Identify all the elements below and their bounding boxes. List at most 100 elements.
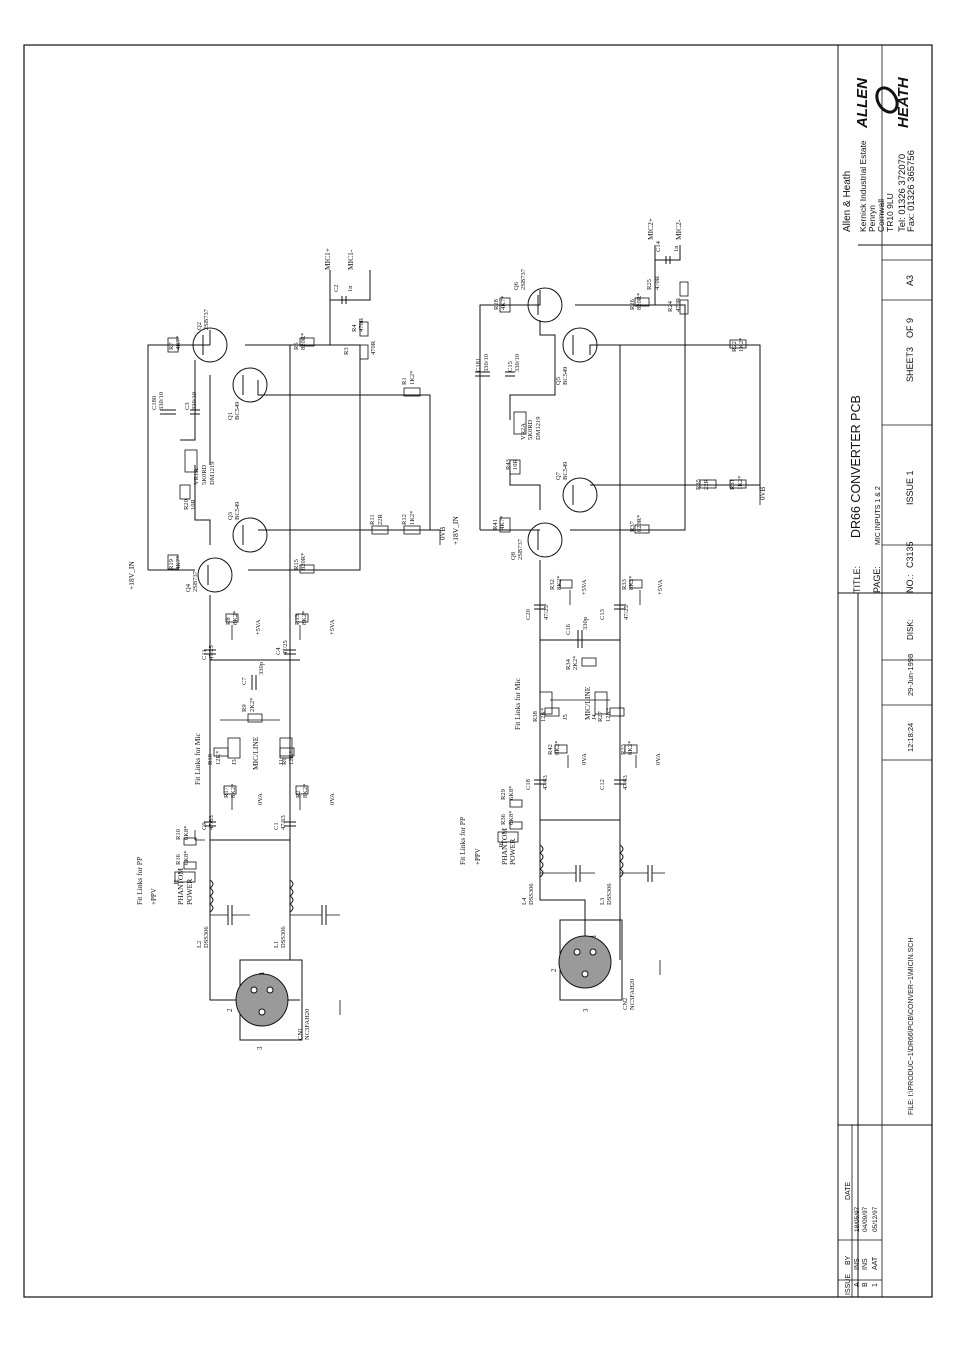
schematic-label-43: R12 — [401, 514, 408, 525]
title-label: TITLE: — [852, 566, 862, 593]
schematic-label-58: 8K2* — [302, 784, 309, 798]
schematic-label-7: PHANTOM — [176, 868, 185, 905]
schematic-label-82: DSS306 — [280, 926, 287, 948]
jumper-j2 — [174, 871, 196, 883]
schematic-label-6: MIC/LINE — [251, 736, 260, 770]
schematic-label-103: 0VA — [581, 753, 588, 765]
capacitor-c4 — [284, 649, 296, 655]
disk-label: DISK: — [906, 619, 915, 640]
schematic-label-27: R20 — [183, 499, 190, 510]
schematic-label-98: PHANTOM — [500, 828, 509, 865]
schematic-label-41: R11 — [369, 514, 376, 525]
schematic-label-22: VR1A — [193, 468, 200, 485]
schematic-label-122: R26 — [629, 298, 636, 310]
schematic-label-10: +5VA — [255, 619, 262, 635]
transistor-q1 — [232, 367, 268, 403]
schematic-label-55: R17 — [223, 786, 230, 798]
resistor-r1 — [403, 387, 421, 397]
schematic-label-177: CN2 — [622, 998, 629, 1010]
schematic-label-154: C181 — [475, 358, 482, 372]
schematic-label-114: 5K0RD — [527, 419, 534, 440]
schematic-label-137: 8K2* — [556, 576, 563, 590]
schematic-label-161: 47/25 — [543, 605, 550, 620]
resistor-r26 — [634, 297, 650, 307]
schematic-label-0: MIC1+ — [323, 248, 332, 270]
schematic-label-149: 8K2* — [627, 741, 634, 755]
schematic-label-170: L4 — [521, 897, 528, 905]
schematic-label-88: 1 — [258, 971, 266, 975]
schematic-label-162: C13 — [599, 609, 606, 620]
schematic-label-45: R8 — [225, 617, 232, 625]
schematic-label-2: +18V_IN — [127, 561, 136, 590]
schematic-label-146: R42 — [547, 744, 554, 755]
schematic-label-145: 12K* — [605, 708, 612, 722]
inductor-l3 — [619, 844, 624, 878]
schematic-label-14: Q2 — [196, 322, 203, 330]
schematic-label-164: C16 — [565, 623, 572, 635]
resistor-r28 — [499, 297, 511, 313]
schematic-label-74: 330p — [258, 662, 265, 675]
schematic-label-140: R34 — [565, 658, 572, 670]
resistor-r36 — [509, 821, 523, 830]
page-name: MIC INPUTS 1 & 2 — [875, 486, 882, 545]
resistor-r27 — [609, 707, 625, 717]
schematic-label-126: R25 — [646, 279, 653, 290]
schematic-label-39: R1 — [401, 377, 408, 385]
schematic-label-4: Fit Links for PP — [135, 857, 144, 905]
mic-input-1-circuit — [147, 270, 441, 1041]
schematic-label-100: +PPV — [474, 848, 482, 865]
schematic-label-153: 6K8* — [508, 811, 515, 825]
transistor-q7 — [562, 477, 598, 513]
schematic-label-151: 6K8* — [508, 786, 515, 800]
inductor-l2 — [209, 879, 214, 913]
schematic-label-94: 0VB — [759, 486, 767, 500]
resistor-r13 — [295, 613, 309, 623]
schematic-label-117: 4K7* — [500, 296, 507, 310]
schematic-label-68: 1n — [347, 285, 354, 292]
schematic-label-92: MIC2- — [674, 219, 683, 240]
rev-row-b-by: INS — [862, 1258, 869, 1270]
page-label: PAGE: — [872, 566, 882, 593]
schematic-label-118: R43 — [505, 459, 512, 470]
xlr-connector-cn1 — [235, 959, 303, 1041]
resistor-r23 — [624, 744, 638, 754]
resistor-r19 — [167, 554, 179, 570]
xlr-connector-cn2 — [558, 919, 623, 1001]
schematic-label-105: Q6 — [513, 281, 520, 290]
resistor-r43 — [509, 459, 521, 475]
schematic-label-173: DSS306 — [606, 883, 613, 905]
resistor-r10 — [183, 837, 197, 846]
number-label: NO.: — [905, 574, 915, 593]
schematic-label-23: 5K0RD — [201, 464, 208, 485]
schematic-label-106: 2SB737 — [520, 268, 527, 290]
schematic-label-169: 47/63 — [622, 775, 629, 790]
schematic-label-72: 47/25 — [282, 640, 289, 655]
rev-row-a-by: INS — [854, 1258, 861, 1270]
capacitor-c18 — [534, 779, 546, 785]
capacitor-c3 — [190, 409, 200, 415]
schematic-label-48: 8K2* — [301, 611, 308, 625]
schematic-label-30: 4K7* — [175, 556, 182, 570]
schematic-label-133: 22R — [703, 479, 710, 491]
schematic-label-142: R38 — [532, 711, 539, 722]
schematic-label-21: 2SB737 — [192, 570, 199, 592]
schematic-label-28: 10R — [190, 499, 197, 511]
schematic-label-181: 3 — [582, 1008, 590, 1012]
jumper-j4 — [594, 691, 608, 715]
rev-row-1-issue: 1 — [872, 1283, 879, 1287]
address-line-4: TR10 9LU — [885, 193, 895, 232]
resistor-r35 — [699, 479, 717, 489]
schematic-label-160: C20 — [525, 609, 532, 620]
schematic-label-85: J2 — [173, 879, 180, 885]
schematic-label-44: 1K2* — [409, 511, 416, 525]
jumper-j6 — [497, 831, 519, 843]
resistor-r15 — [299, 564, 315, 574]
drawing-number: C3135 — [905, 541, 915, 568]
transistor-q5 — [562, 327, 598, 363]
company-name: Allen & Heath — [842, 171, 853, 232]
schematic-label-108: BC549 — [562, 367, 569, 385]
schematic-label-38: 470R — [370, 340, 377, 355]
schematic-label-157: 330/10 — [514, 354, 521, 372]
resistor-r29 — [509, 799, 523, 808]
resistor-r3 — [359, 344, 369, 360]
